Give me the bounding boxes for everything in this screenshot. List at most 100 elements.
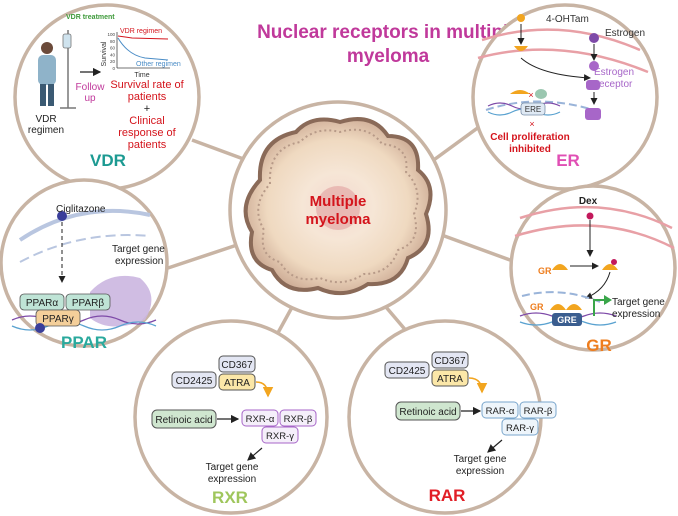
- er-ligand-label: Estrogen: [605, 28, 645, 39]
- gr-receptor-label: GR: [538, 266, 552, 276]
- vdr-caption: VDR: [90, 151, 126, 170]
- gr-element-label: GRE: [557, 315, 577, 325]
- rxr-cd2425-label: CD2425: [176, 376, 213, 387]
- vdr-regimen-label-1: VDR: [35, 114, 56, 125]
- rar-retinoic-label: Retinoic acid: [399, 407, 456, 418]
- er-drug-label: 4-OHTam: [546, 14, 589, 25]
- rar-gamma-box: [501, 418, 539, 436]
- other-regimen-curve: [117, 37, 169, 61]
- svg-text:Clinical: Clinical: [129, 115, 164, 127]
- rxr-alpha-box: [241, 409, 279, 427]
- rar-caption: RAR: [429, 486, 466, 505]
- ppar-alpha-label: PPARα: [26, 298, 58, 309]
- vdr-panel: VDR treatment VDR regimen Follow up Surv…: [13, 3, 201, 191]
- rar-atra-label: ATRA: [437, 374, 463, 385]
- rxr-beta-label: RXR-β: [284, 414, 313, 425]
- gr-caption: GR: [586, 336, 612, 355]
- rar-cd367-label: CD367: [434, 356, 466, 367]
- vdr-treatment-label: VDR treatment: [66, 14, 115, 21]
- rxr-alpha-label: RXR-α: [246, 414, 275, 425]
- rxr-beta-box: [279, 409, 317, 427]
- rar-retinoic-box: [395, 401, 461, 421]
- diagram-title-line2: myeloma: [347, 46, 430, 67]
- vdr-followup-label-1: Follow: [76, 82, 106, 93]
- svg-text:response of: response of: [118, 127, 176, 139]
- rxr-cd367-label: CD367: [221, 360, 253, 371]
- gr-result-line1: Target gene: [612, 297, 665, 308]
- vdr-regimen-curve: [117, 35, 169, 40]
- rxr-gamma-label: RXR-γ: [266, 431, 294, 442]
- vdr-chart-title: VDR regimen: [120, 28, 162, 35]
- ppar-caption: PPAR: [61, 333, 107, 352]
- myeloma-label-1: Multiple: [310, 193, 367, 210]
- survival-y-tick-label: 80: [110, 39, 116, 44]
- ppar-drug-label: Ciglitazone: [56, 204, 106, 215]
- rar-alpha-label: RAR-α: [486, 406, 515, 417]
- gr-panel: Dex GR GRE GR Target gene expression GR: [509, 184, 677, 355]
- rxr-atra-box: [218, 373, 256, 391]
- ppar-gamma-box: [35, 309, 81, 327]
- gr-nuclear-label: GR: [530, 302, 544, 312]
- svg-text:×: ×: [528, 90, 533, 100]
- myeloma-panel: Multiple myeloma: [228, 100, 448, 320]
- rar-panel: CD2425 CD367 ATRA Retinoic acid RAR-α RA…: [347, 319, 557, 515]
- rar-cd367-box: [431, 351, 469, 369]
- svg-text:patients: patients: [128, 91, 167, 103]
- svg-text:+: +: [144, 103, 150, 115]
- er-panel: 4-OHTam Estrogen Estrogen receptor ERE ×…: [471, 3, 659, 191]
- rar-result-line1: Target gene: [454, 454, 507, 465]
- rar-gamma-label: RAR-γ: [506, 423, 534, 434]
- er-receptor-label-1: Estrogen: [594, 67, 634, 78]
- survival-y-tick-label: 0: [112, 66, 115, 71]
- rar-atra-box: [431, 369, 469, 387]
- survival-y-tick-label: 60: [110, 46, 116, 51]
- rxr-result-line2: expression: [208, 474, 256, 485]
- vdr-regimen-label-2: regimen: [28, 125, 64, 136]
- rxr-gamma-box: [261, 426, 299, 444]
- rar-beta-box: [519, 401, 557, 419]
- rar-cd2425-label: CD2425: [389, 366, 426, 377]
- survival-y-tick-label: 40: [110, 52, 116, 57]
- vdr-outcome-text: Survival rate of patients + Clinical res…: [110, 79, 184, 151]
- gr-result-line2: expression: [612, 309, 660, 320]
- svg-text:×: ×: [529, 119, 534, 129]
- rxr-panel: CD2425 CD367 ATRA Retinoic acid RXR-α RX…: [133, 319, 329, 515]
- svg-text:Survival rate of: Survival rate of: [110, 79, 184, 91]
- er-receptor-label-2: receptor: [596, 79, 633, 90]
- rar-alpha-box: [481, 401, 519, 419]
- ppar-panel: Ciglitazone Target gene expression PPARα…: [0, 178, 169, 352]
- rxr-result-line1: Target gene: [206, 462, 259, 473]
- survival-y-tick-label: 20: [110, 59, 116, 64]
- rar-cd2425-box: [384, 361, 430, 379]
- svg-text:patients: patients: [128, 139, 167, 151]
- survival-y-tick-label: 100: [107, 32, 115, 37]
- er-result-line1: Cell proliferation: [490, 132, 569, 143]
- time-axis-label: Time: [134, 72, 149, 79]
- rxr-cd2425-box: [171, 371, 217, 389]
- rxr-cd367-box: [218, 355, 256, 373]
- rxr-atra-label: ATRA: [224, 378, 250, 389]
- survival-axis-label: Survival: [101, 41, 108, 66]
- vdr-followup-label-2: up: [84, 93, 96, 104]
- er-result-line2: inhibited: [509, 144, 551, 155]
- ppar-beta-label: PPARβ: [72, 298, 104, 309]
- rxr-retinoic-box: [151, 409, 217, 429]
- ppar-beta-box: [65, 293, 111, 311]
- ppar-gamma-label: PPARγ: [42, 314, 74, 325]
- ppar-result-line2: expression: [115, 256, 163, 267]
- diagram-title-line1: Nuclear receptors in multiple: [257, 22, 519, 43]
- rar-beta-label: RAR-β: [524, 406, 553, 417]
- rxr-caption: RXR: [212, 488, 248, 507]
- patient-icon: [38, 42, 56, 106]
- er-caption: ER: [556, 151, 580, 170]
- rar-result-line2: expression: [456, 466, 504, 477]
- er-element-label: ERE: [525, 105, 541, 114]
- ppar-result-line1: Target gene: [112, 244, 165, 255]
- rxr-retinoic-label: Retinoic acid: [155, 415, 212, 426]
- myeloma-label-2: myeloma: [305, 211, 371, 228]
- other-regimen-label: Other regimen: [136, 61, 181, 68]
- gr-drug-label: Dex: [579, 196, 598, 207]
